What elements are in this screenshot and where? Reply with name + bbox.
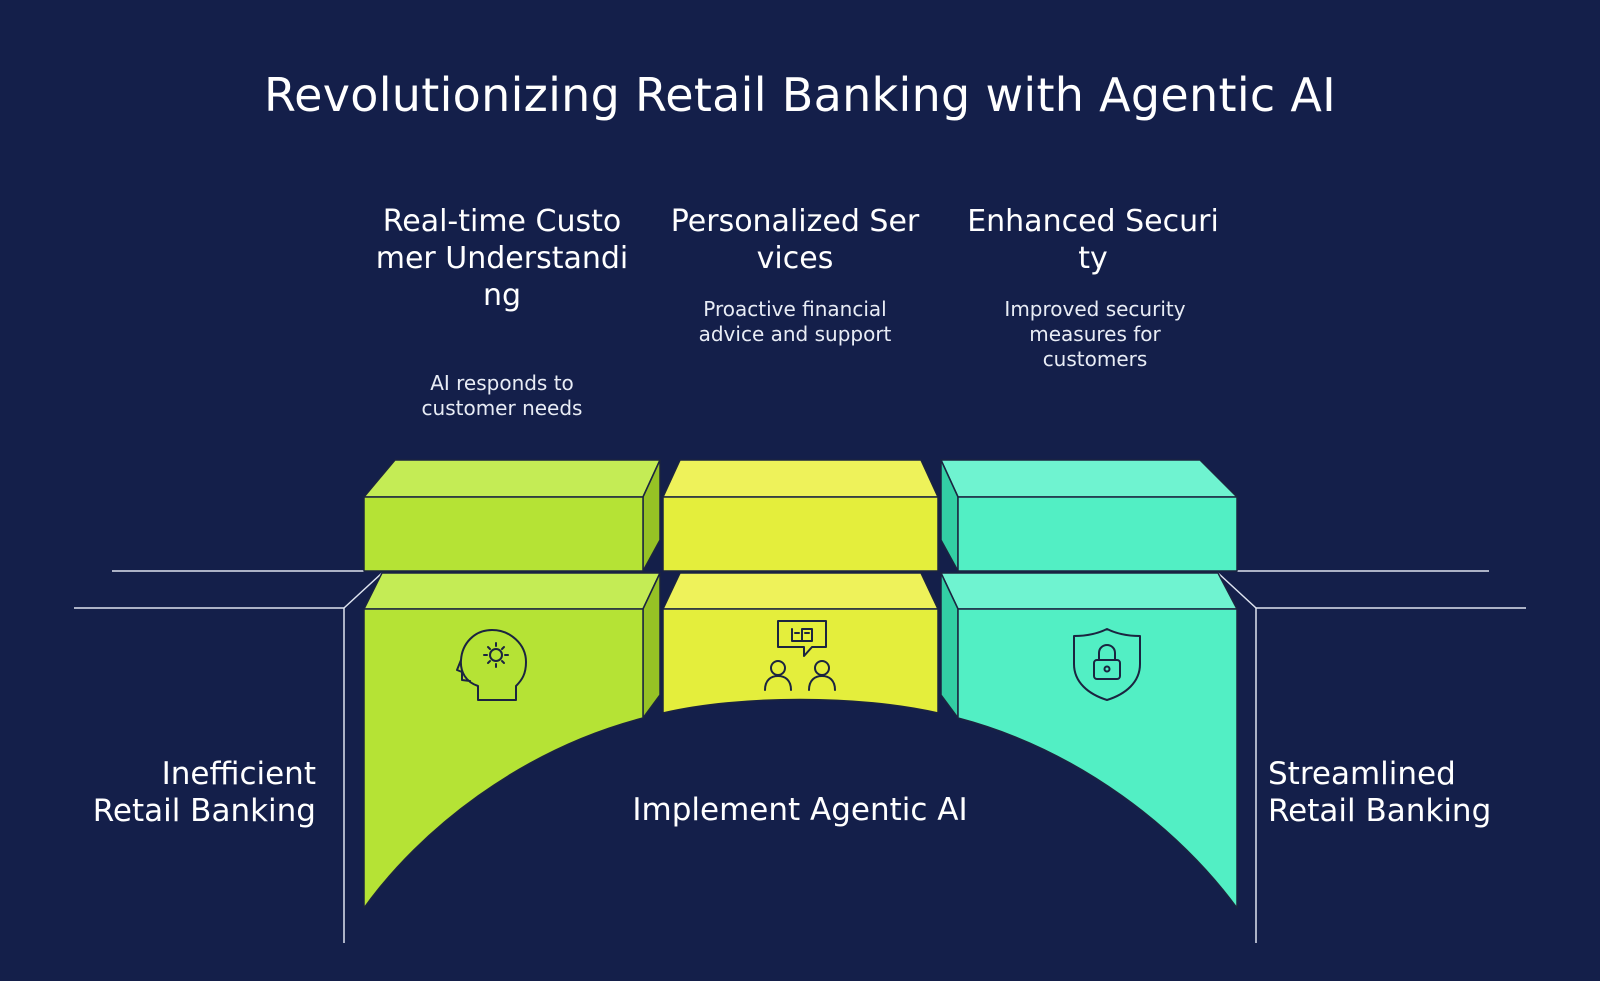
shield-lock-icon xyxy=(1073,628,1141,701)
heading-personalized-services: Personalized Services xyxy=(670,204,920,276)
label-streamlined: Streamlined Retail Banking xyxy=(1268,756,1492,829)
desc-customer-understanding: AI responds to customer needs xyxy=(421,371,583,420)
desc-enhanced-security: Improved security measures for customers xyxy=(1004,297,1186,371)
page-title: Revolutionizing Retail Banking with Agen… xyxy=(263,68,1337,122)
pillar-security xyxy=(940,572,1238,909)
top-block-personalized xyxy=(662,459,939,572)
top-block-security xyxy=(940,459,1238,572)
label-implement-agentic-ai: Implement Agentic AI xyxy=(632,792,968,828)
desc-personalized-services: Proactive financial advice and support xyxy=(698,297,892,346)
ground-lines xyxy=(74,570,1526,943)
label-inefficient: Inefficient Retail Banking xyxy=(92,756,316,829)
pillar-customer xyxy=(363,572,661,909)
advisor-chat-icon xyxy=(764,620,836,691)
pillar-personalized xyxy=(662,572,939,714)
top-block-customer xyxy=(363,459,661,572)
heading-customer-understanding: Real-time Customer Understanding xyxy=(375,204,629,313)
heading-enhanced-security: Enhanced Security xyxy=(967,204,1219,276)
head-gear-icon xyxy=(456,629,527,701)
